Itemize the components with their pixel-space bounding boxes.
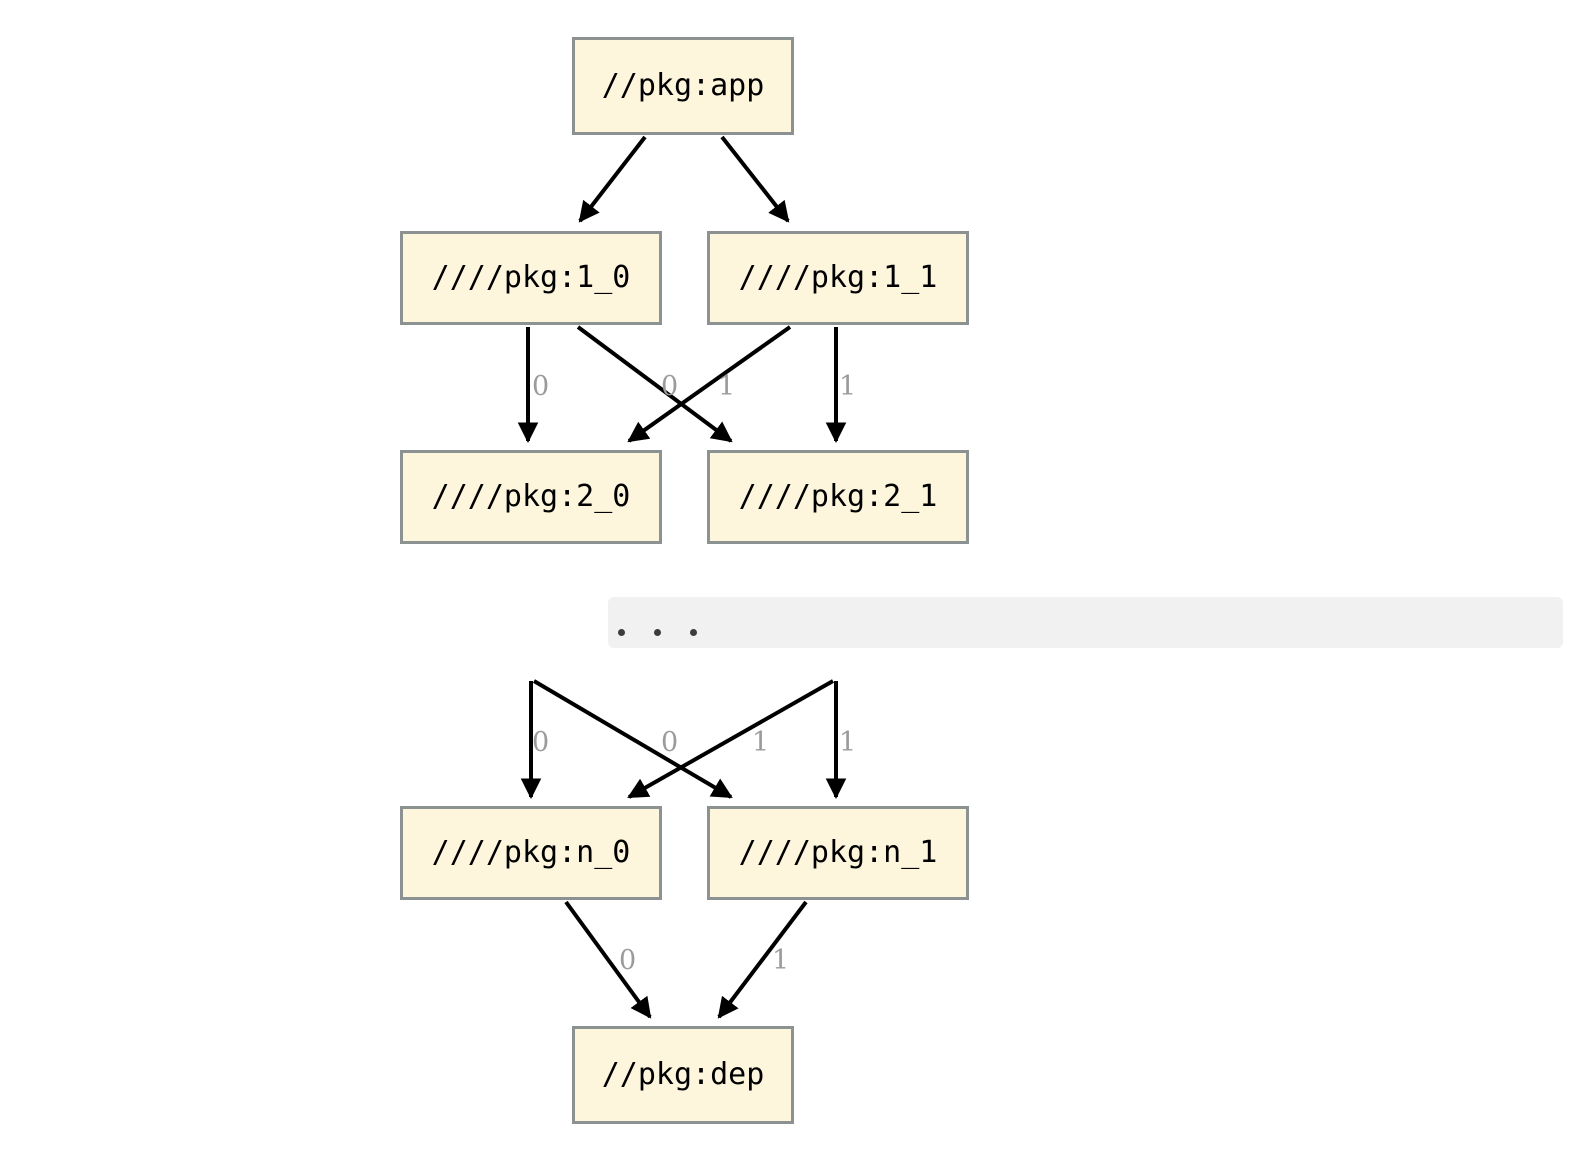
- edge-label-1_0-2_0: 0: [532, 371, 550, 402]
- edge-1_0-to-2_1: [576, 325, 733, 443]
- edge-label-1_1-2_1: 1: [839, 371, 857, 402]
- node-pkg-1_1[interactable]: ////pkg:1_1: [707, 231, 969, 325]
- node-label: //pkg:dep: [601, 1057, 765, 1092]
- edge-label-elided-n_0: 0: [532, 727, 550, 758]
- node-pkg-2_1[interactable]: ////pkg:2_1: [707, 450, 969, 544]
- node-label: ////pkg:2_1: [738, 479, 938, 514]
- node-pkg-n_1[interactable]: ////pkg:n_1: [707, 806, 969, 900]
- edge-label-n_0-dep: 0: [619, 945, 637, 976]
- edge-app-to-1_0: [578, 135, 647, 223]
- edge-elided-to-n_1: [532, 679, 733, 799]
- node-label: ////pkg:2_0: [431, 479, 631, 514]
- edge-label-elided-n_0-cross: 1: [752, 727, 770, 758]
- edge-n_1-to-dep: [717, 900, 808, 1019]
- edge-label-elided-n_1: 0: [661, 727, 679, 758]
- edge-label-n_1-dep: 1: [772, 945, 790, 976]
- node-pkg-n_0[interactable]: ////pkg:n_0: [400, 806, 662, 900]
- node-pkg-2_0[interactable]: ////pkg:2_0: [400, 450, 662, 544]
- node-pkg-1_0[interactable]: ////pkg:1_0: [400, 231, 662, 325]
- node-pkg-dep[interactable]: //pkg:dep: [572, 1026, 794, 1124]
- edge-1_1-to-2_0: [627, 325, 792, 443]
- edge-label-1_0-2_1: 0: [661, 371, 679, 402]
- node-label: ////pkg:n_1: [738, 835, 938, 870]
- edge-label-elided-n_1-straight: 1: [839, 727, 857, 758]
- elided-nodes-band: [608, 597, 1563, 648]
- node-pkg-app[interactable]: //pkg:app: [572, 37, 794, 135]
- ellipsis-dot-icon: [654, 629, 661, 636]
- ellipsis-dot-icon: [618, 629, 625, 636]
- edge-app-to-1_1: [720, 135, 790, 223]
- node-label: ////pkg:1_0: [431, 260, 631, 295]
- edge-elided-to-n_0-cross: [627, 679, 834, 799]
- ellipsis-dot-icon: [690, 629, 697, 636]
- node-label: ////pkg:n_0: [431, 835, 631, 870]
- edge-n_0-to-dep: [564, 900, 652, 1019]
- node-label: //pkg:app: [601, 68, 765, 103]
- node-label: ////pkg:1_1: [738, 260, 938, 295]
- edge-label-1_1-2_0: 1: [718, 371, 736, 402]
